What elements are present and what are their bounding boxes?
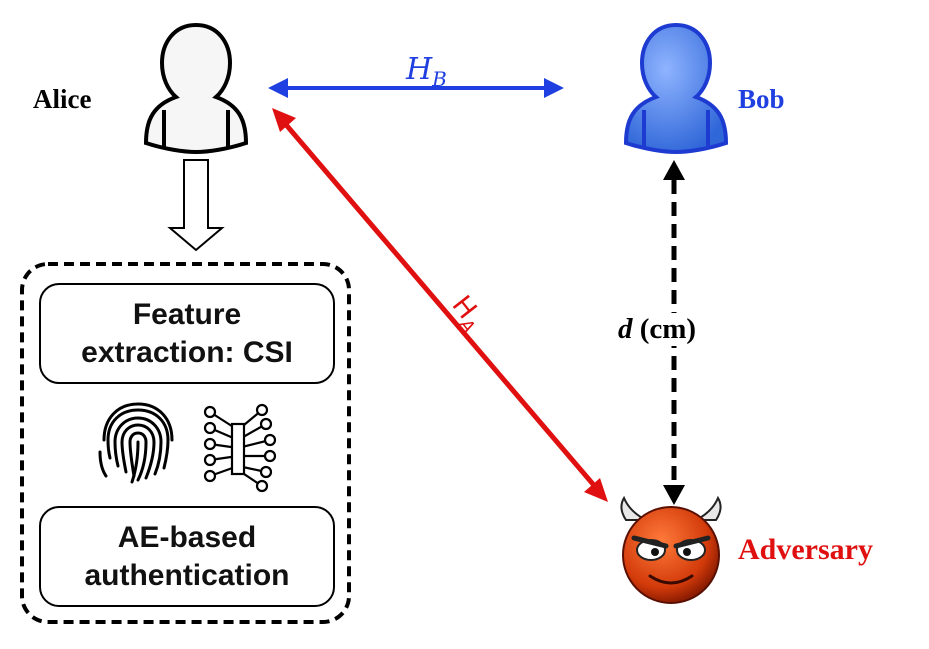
down-hollow-arrow bbox=[167, 159, 225, 252]
distance-unit: (cm) bbox=[639, 313, 697, 345]
feature-line2: extraction: CSI bbox=[81, 335, 293, 369]
process-container bbox=[20, 262, 351, 624]
ae-line2: authentication bbox=[84, 558, 290, 592]
hb-main: H bbox=[406, 52, 433, 87]
bob-label: Bob bbox=[738, 84, 785, 114]
hb-link-label: HB bbox=[406, 52, 447, 91]
distance-var: d bbox=[618, 313, 633, 345]
feature-extraction-box: Feature extraction: CSI bbox=[39, 283, 335, 384]
ha-link-arrow bbox=[272, 108, 608, 502]
alice-user-icon bbox=[143, 22, 249, 155]
hb-sub: B bbox=[432, 67, 447, 91]
devil-icon bbox=[620, 495, 722, 604]
fingerprint-icon bbox=[98, 402, 174, 484]
circuit-icon bbox=[203, 403, 277, 493]
hb-link-arrow bbox=[268, 78, 564, 98]
alice-label: Alice bbox=[33, 84, 92, 114]
bob-user-icon bbox=[623, 22, 729, 155]
feature-line1: Feature bbox=[132, 297, 242, 331]
distance-label: d (cm) bbox=[614, 313, 701, 346]
adversary-label: Adversary bbox=[738, 533, 873, 566]
ae-authentication-box: AE-based authentication bbox=[39, 506, 335, 607]
ae-line1: AE-based bbox=[117, 520, 257, 554]
